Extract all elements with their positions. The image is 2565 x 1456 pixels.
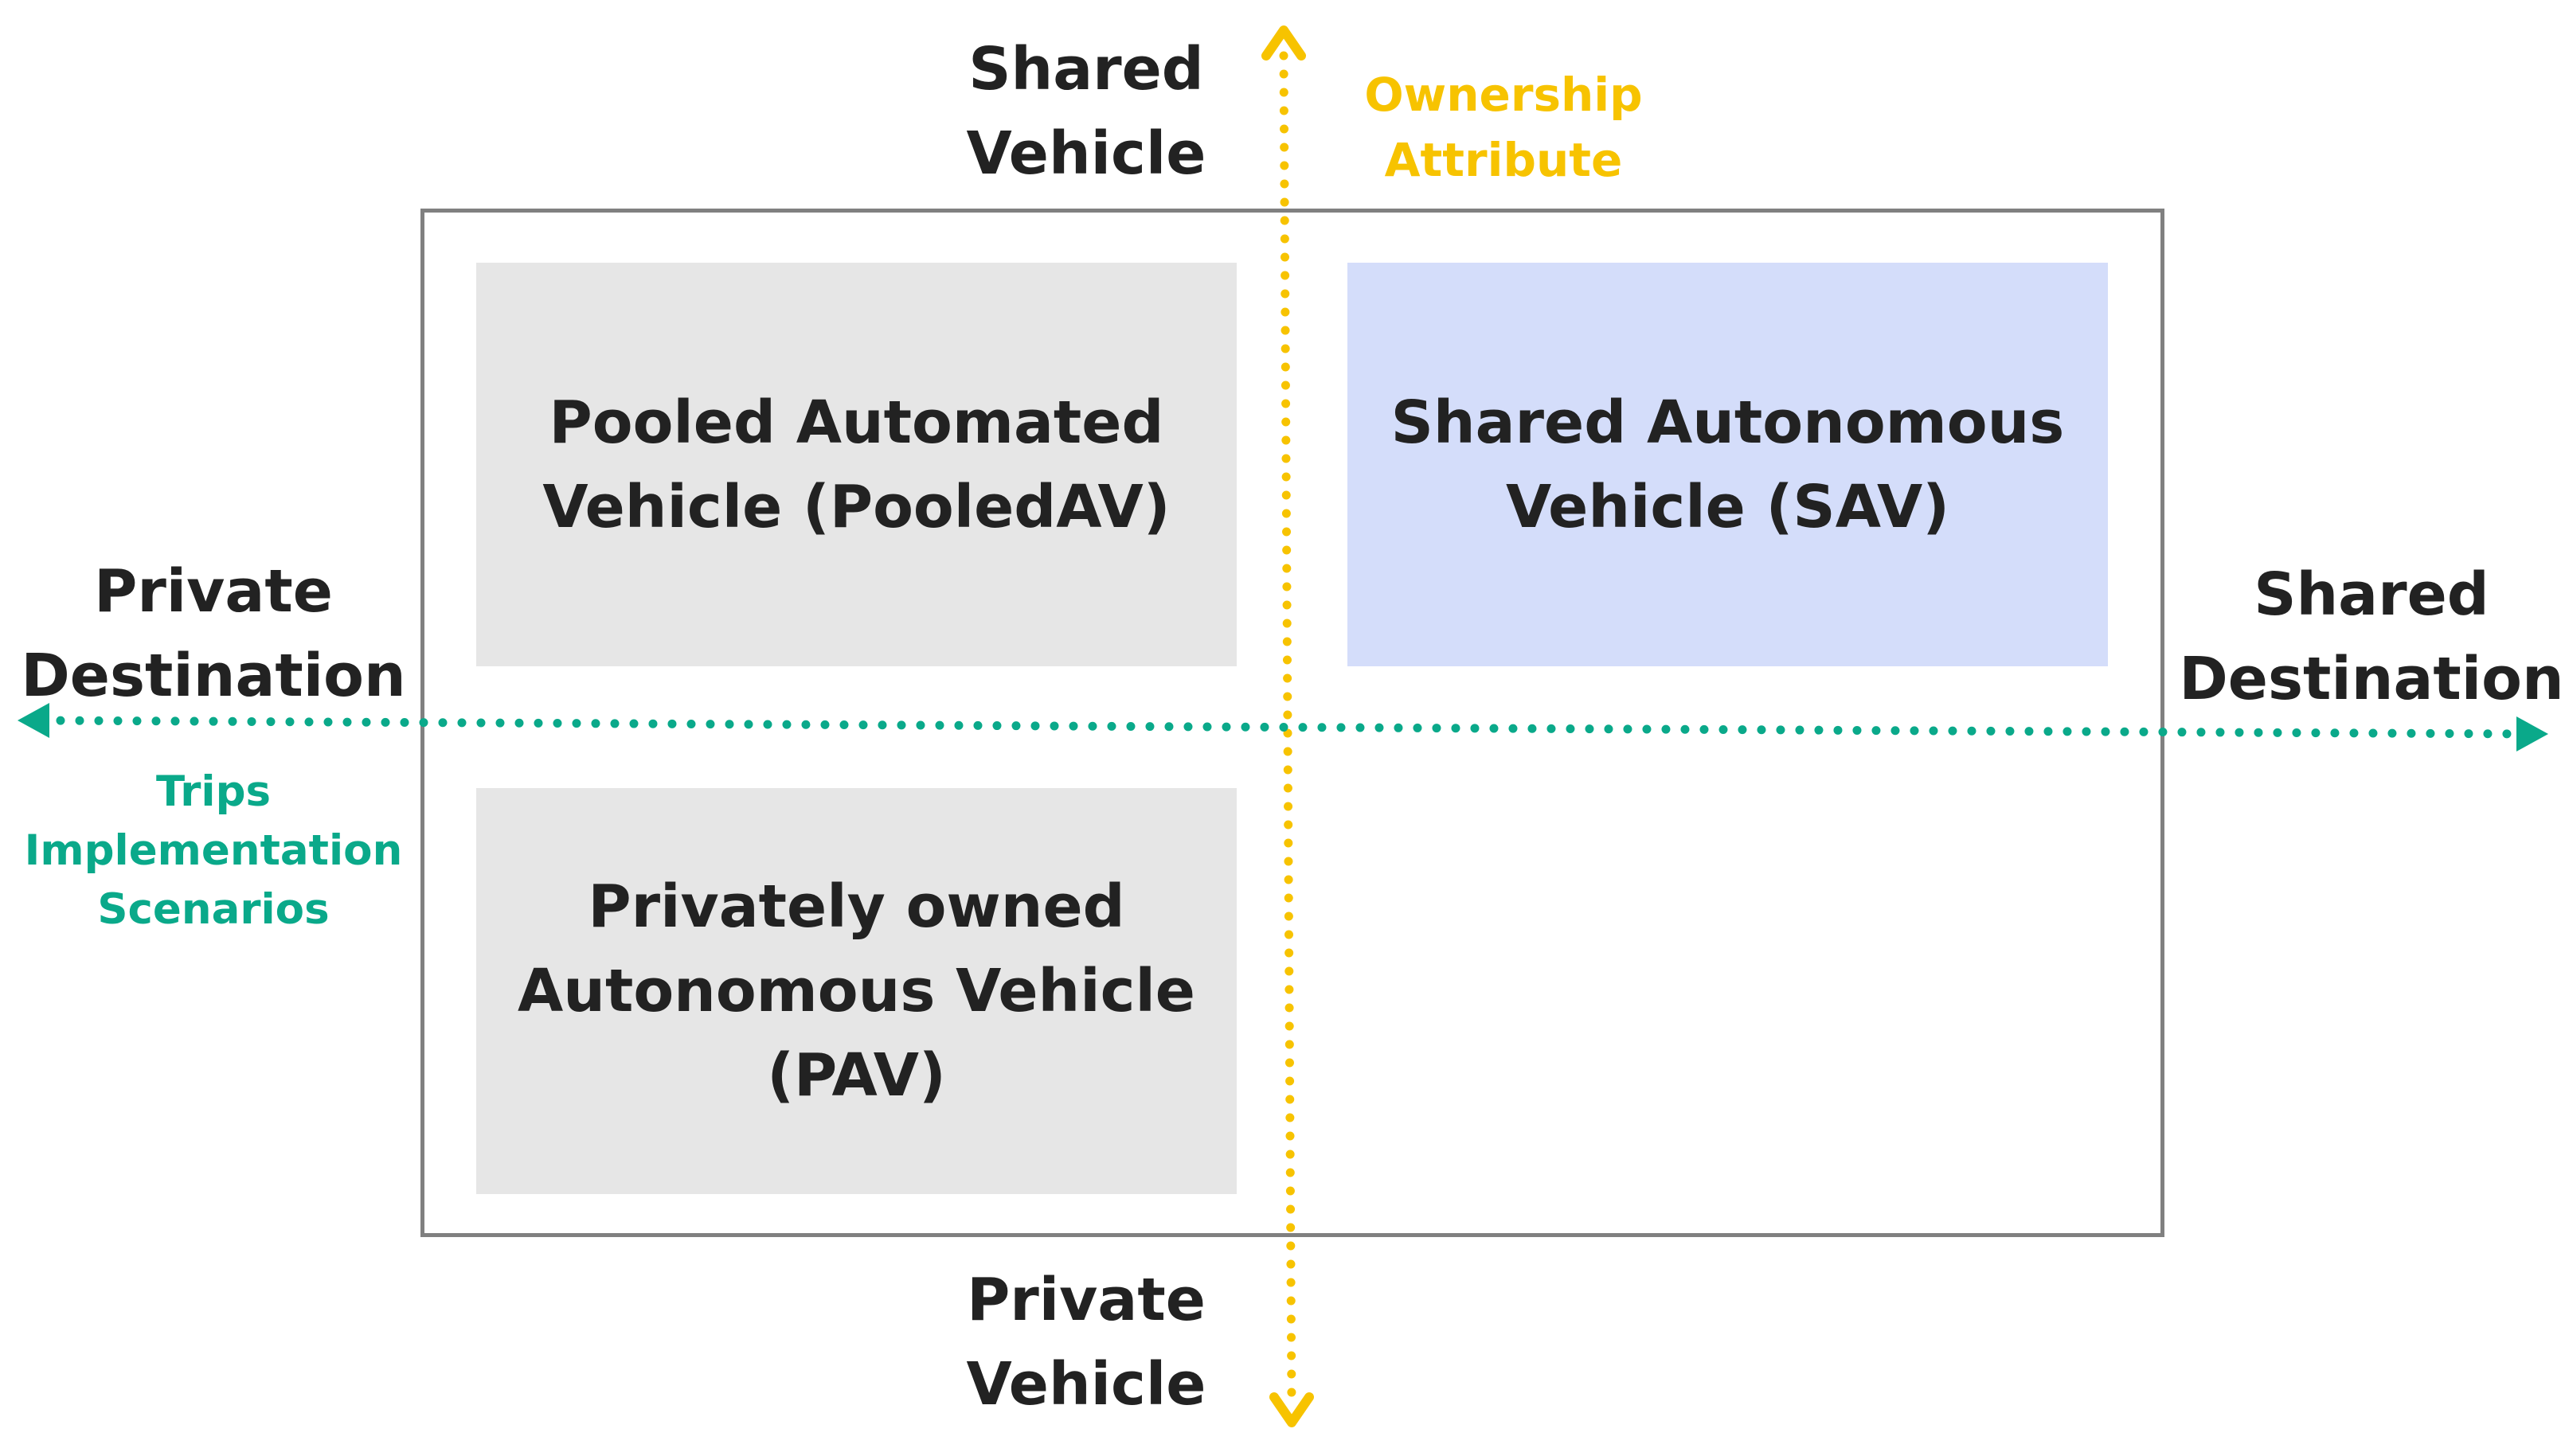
label-private-vehicle: Private Vehicle (967, 1258, 1206, 1427)
quadrant-pav-line3: (PAV) (767, 1041, 946, 1110)
horizontal-axis-right-arrow (2516, 716, 2548, 751)
quadrant-pooled-av-line2: Vehicle (PooledAV) (542, 472, 1171, 541)
quadrant-pav-line1: Privately owned (588, 872, 1125, 941)
horizontal-axis-left-arrow (18, 703, 49, 738)
label-shared-destination: Shared Destination (2179, 552, 2563, 721)
label-private-vehicle-line2: Vehicle (966, 1350, 1206, 1419)
quadrant-pav-line2: Autonomous Vehicle (518, 957, 1195, 1025)
label-private-destination-line2: Destination (21, 642, 406, 710)
label-shared-vehicle-line1: Shared (968, 35, 1204, 103)
quadrant-sav-line2: Vehicle (SAV) (1505, 472, 1950, 541)
label-shared-destination-line1: Shared (2254, 560, 2489, 629)
label-ownership-attribute: Ownership Attribute (1364, 62, 1642, 193)
horizontal-axis-line (37, 716, 2526, 739)
label-private-vehicle-line1: Private (967, 1266, 1206, 1334)
quadrant-sav: Shared Autonomous Vehicle (SAV) (1347, 263, 2108, 666)
label-trips-implementation-scenarios: Trips Implementation Scenarios (25, 763, 403, 939)
label-shared-vehicle: Shared Vehicle (967, 27, 1206, 196)
quadrant-sav-line1: Shared Autonomous (1390, 388, 2065, 457)
label-shared-destination-line2: Destination (2179, 645, 2564, 713)
label-trips-line1: Trips (155, 767, 272, 816)
vertical-axis-line (1279, 51, 1296, 1410)
vertical-axis-down-arrow (1269, 1392, 1314, 1427)
quadrant-pooled-av-line1: Pooled Automated (549, 388, 1164, 457)
label-private-destination-line1: Private (94, 557, 333, 626)
label-trips-line2: Implementation (24, 826, 403, 875)
label-ownership-attribute-line2: Attribute (1384, 133, 1623, 187)
label-private-destination: Private Destination (21, 549, 405, 718)
vertical-axis-up-arrow (1261, 25, 1306, 61)
label-shared-vehicle-line2: Vehicle (966, 119, 1206, 188)
label-ownership-attribute-line1: Ownership (1364, 68, 1643, 122)
quadrant-pav: Privately owned Autonomous Vehicle (PAV) (476, 788, 1237, 1194)
label-trips-line3: Scenarios (97, 885, 330, 934)
quadrant-pooled-av: Pooled Automated Vehicle (PooledAV) (476, 263, 1237, 666)
